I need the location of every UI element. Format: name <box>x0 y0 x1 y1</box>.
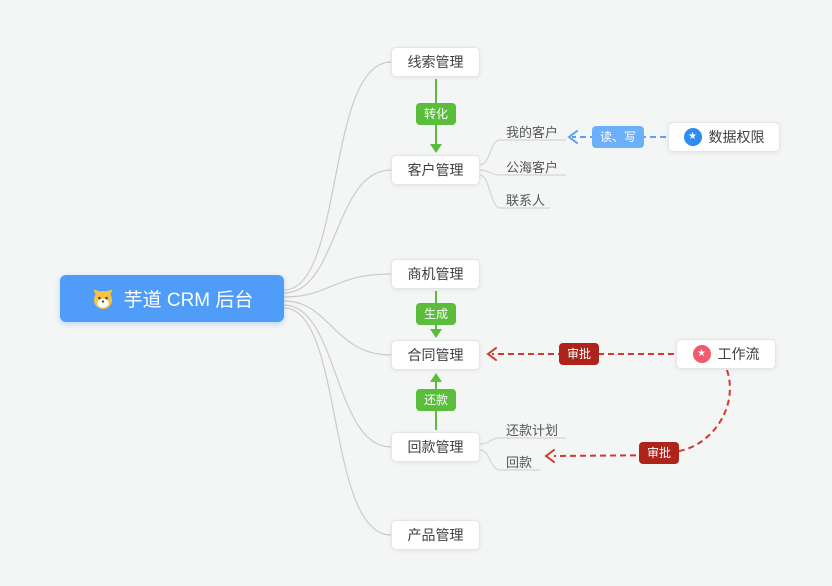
node-receivable: 回款管理 <box>391 432 480 462</box>
edge-root-leads <box>283 61 392 291</box>
subnode-repayment-plan: 还款计划 <box>506 423 559 438</box>
edge-label-repay: 还款 <box>416 389 457 411</box>
root-node-label: 芋道 CRM 后台 <box>123 290 254 311</box>
arrow-convert-head <box>430 144 442 153</box>
node-receivable-label: 回款管理 <box>407 439 464 455</box>
arrow-approve-contract-head <box>486 347 497 361</box>
edge-label-generate: 生成 <box>416 303 457 325</box>
node-workflow-label: 工作流 <box>717 346 760 362</box>
node-business: 商机管理 <box>391 259 480 289</box>
node-contract: 合同管理 <box>391 340 480 370</box>
edge-root-contract <box>283 300 392 356</box>
subnode-receipt: 回款 <box>506 455 533 470</box>
arrow-approve-receipt-head <box>544 449 555 463</box>
arrow-generate-head <box>430 329 442 338</box>
node-business-label: 商机管理 <box>407 266 464 282</box>
edge-customer-my <box>479 139 566 166</box>
node-data-permission-label: 数据权限 <box>708 129 765 145</box>
edge-label-read-write: 读、写 <box>592 126 645 148</box>
dog-mascot-icon <box>93 289 113 309</box>
arrow-approve-receipt-curve <box>678 369 731 452</box>
node-product-label: 产品管理 <box>407 527 464 543</box>
subnode-contacts: 联系人 <box>506 193 546 208</box>
root-node-crm-backend: 芋道 CRM 后台 <box>60 275 284 322</box>
edge-label-approve-receipt: 审批 <box>639 442 680 464</box>
edge-root-receivable <box>283 304 392 448</box>
subnode-public-customer: 公海客户 <box>506 160 559 175</box>
node-contract-label: 合同管理 <box>407 347 464 363</box>
edge-customer-public <box>479 169 566 176</box>
node-workflow: ★ 工作流 <box>676 339 776 369</box>
workflow-star-icon: ★ <box>692 345 711 363</box>
edge-customer-contacts <box>479 174 550 209</box>
node-leads-label: 线索管理 <box>407 54 464 70</box>
edge-label-approve-contract: 审批 <box>559 343 600 365</box>
edge-root-customer <box>283 169 392 294</box>
edge-root-business <box>283 273 392 298</box>
arrow-readwrite-head <box>567 130 578 144</box>
node-customer: 客户管理 <box>391 155 480 185</box>
arrow-repay-head <box>430 373 442 382</box>
edge-receivable-receipt <box>479 449 540 471</box>
data-permission-star-icon: ★ <box>683 128 702 146</box>
node-data-permission: ★ 数据权限 <box>668 122 780 152</box>
edge-receivable-plan <box>479 437 566 445</box>
subnode-my-customer: 我的客户 <box>506 125 559 140</box>
node-leads: 线索管理 <box>391 47 480 77</box>
node-customer-label: 客户管理 <box>407 162 464 178</box>
edge-label-convert: 转化 <box>416 103 457 125</box>
edge-root-product <box>283 307 392 536</box>
node-product: 产品管理 <box>391 520 480 550</box>
